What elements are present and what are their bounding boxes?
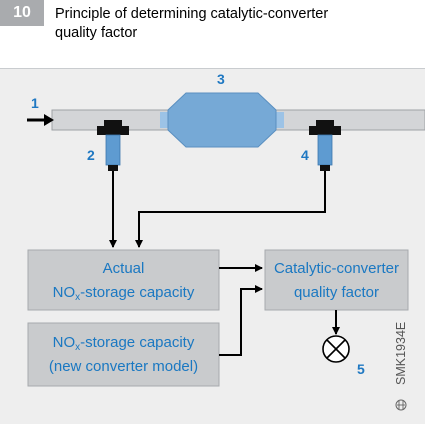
signal-line-sensor4 [135, 171, 326, 248]
inlet-arrow-icon [27, 114, 54, 126]
figure-code-text: SMK1934E [394, 322, 408, 385]
actual-box-line1: Actual [103, 260, 145, 277]
catalytic-converter-icon [160, 92, 284, 148]
label-2: 2 [87, 147, 95, 163]
bosch-logo-icon [395, 399, 407, 411]
figure-title-line1: Principle of determining catalytic-conve… [55, 6, 329, 22]
actual-box-line2: NOx-storage capacity [53, 284, 195, 303]
figure-number: 10 [0, 0, 44, 26]
figure-title: Principle of determining catalytic-conve… [55, 5, 395, 43]
new-box-line1: NOx-storage capacity [53, 334, 195, 353]
quality-box-line1: Catalytic-converter [274, 260, 399, 277]
figure-header: 10 Principle of determining catalytic-co… [0, 0, 425, 69]
downstream-lambda-sensor-icon [309, 120, 341, 171]
figure-title-line2: quality factor [55, 25, 138, 41]
actual-nox-storage-box: Actual NOx-storage capacity [27, 249, 220, 311]
arrow-new-to-quality [219, 285, 263, 356]
warning-lamp-icon [322, 335, 350, 363]
quality-factor-box: Catalytic-converter quality factor [264, 249, 409, 311]
upstream-lambda-sensor-icon [97, 120, 129, 171]
label-3: 3 [217, 71, 225, 87]
new-box-line2: (new converter model) [49, 358, 198, 375]
label-4: 4 [301, 147, 309, 163]
label-1: 1 [31, 95, 39, 111]
new-converter-nox-storage-box: NOx-storage capacity (new converter mode… [27, 322, 220, 387]
figure-code: SMK1934E [394, 322, 408, 385]
quality-box-line2: quality factor [294, 284, 379, 301]
label-5: 5 [357, 361, 365, 377]
